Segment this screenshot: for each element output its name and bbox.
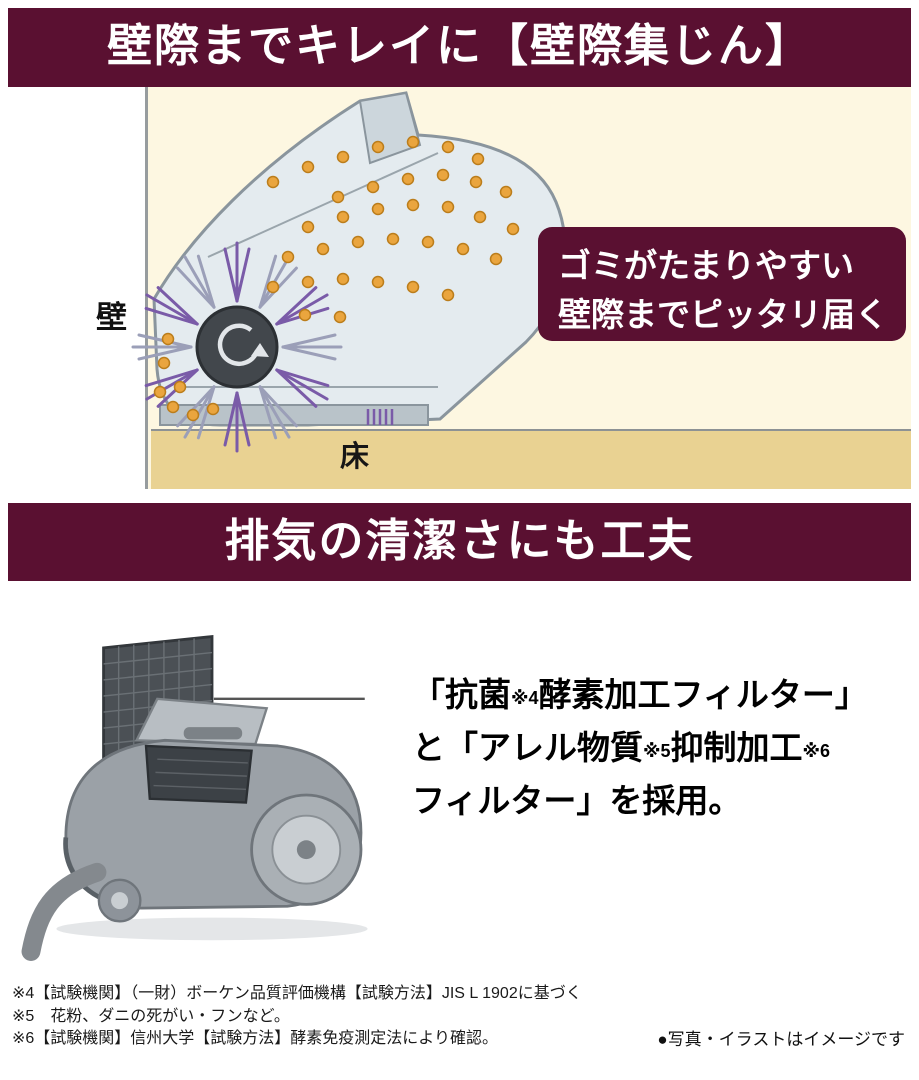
wall-diagram: 壁 床 ゴミがたまりやすい 壁際までピッタリ届く bbox=[8, 86, 911, 489]
footnotes: ※4【試験機関】（一財）ボーケン品質評価機構【試験方法】JIS L 1902に基… bbox=[8, 973, 911, 1063]
ref-mark-4: ※4 bbox=[511, 688, 539, 708]
wall-area bbox=[8, 86, 148, 489]
image-disclaimer: ●写真・イラストはイメージです bbox=[657, 1030, 905, 1050]
wall-cleaning-banner-title: 壁際までキレイに【壁際集じん】 bbox=[106, 20, 812, 71]
floor-label: 床 bbox=[340, 440, 370, 473]
vacuum-hose bbox=[21, 862, 107, 961]
callout-line-2: 壁際までピッタリ届く bbox=[558, 296, 888, 333]
filter-description: 「抗菌※4酵素加工フィルター」 と「アレル物質※5抑制加工※6 フィルター」を採… bbox=[410, 627, 868, 963]
footnote-4: ※4【試験機関】（一財）ボーケン品質評価機構【試験方法】JIS L 1902に基… bbox=[12, 985, 582, 1002]
dust-particles bbox=[153, 135, 520, 421]
canister-vacuum-illustration bbox=[21, 634, 368, 961]
filter-section: 「抗菌※4酵素加工フィルター」 と「アレル物質※5抑制加工※6 フィルター」を採… bbox=[8, 581, 911, 973]
rear-wheel bbox=[250, 793, 363, 906]
filter-text-seg4: 抑制加工 bbox=[670, 728, 803, 766]
vacuum-head-illustration bbox=[131, 90, 567, 452]
callout-line-1: ゴミがたまりやすい bbox=[558, 246, 855, 284]
wall-label: 壁 bbox=[96, 299, 127, 335]
footnote-5: ※5 花粉、ダニの死がい・フンなど。 bbox=[12, 1007, 290, 1025]
exhaust-banner-title: 排気の清潔さにも工夫 bbox=[224, 514, 695, 566]
filter-text-seg2: 酵素加工フィルター」 bbox=[538, 676, 868, 713]
filter-text-seg3: と「アレル物質 bbox=[412, 728, 643, 766]
footnote-lines: ※4【試験機関】（一財）ボーケン品質評価機構【試験方法】JIS L 1902に基… bbox=[12, 983, 582, 1051]
floor-area bbox=[151, 428, 911, 489]
footnote-6: ※6【試験機関】信州大学【試験方法】酵素免疫測定法により確認。 bbox=[12, 1030, 498, 1048]
filter-text-seg5: フィルター」を採用。 bbox=[412, 781, 742, 819]
wall-cleaning-banner: 壁際までキレイに【壁際集じん】 bbox=[8, 8, 911, 87]
front-wheel bbox=[97, 878, 142, 923]
ref-mark-6: ※6 bbox=[802, 740, 831, 761]
rotation-arrow-icon bbox=[251, 342, 269, 357]
filter-text-seg1: 「抗菌 bbox=[412, 676, 511, 713]
exhaust-banner: 排気の清潔さにも工夫 bbox=[8, 502, 911, 581]
rotating-brush-icon bbox=[131, 241, 343, 452]
ref-mark-5: ※5 bbox=[643, 740, 671, 761]
wall-reach-callout: ゴミがたまりやすい 壁際までピッタリ届く bbox=[538, 226, 906, 341]
